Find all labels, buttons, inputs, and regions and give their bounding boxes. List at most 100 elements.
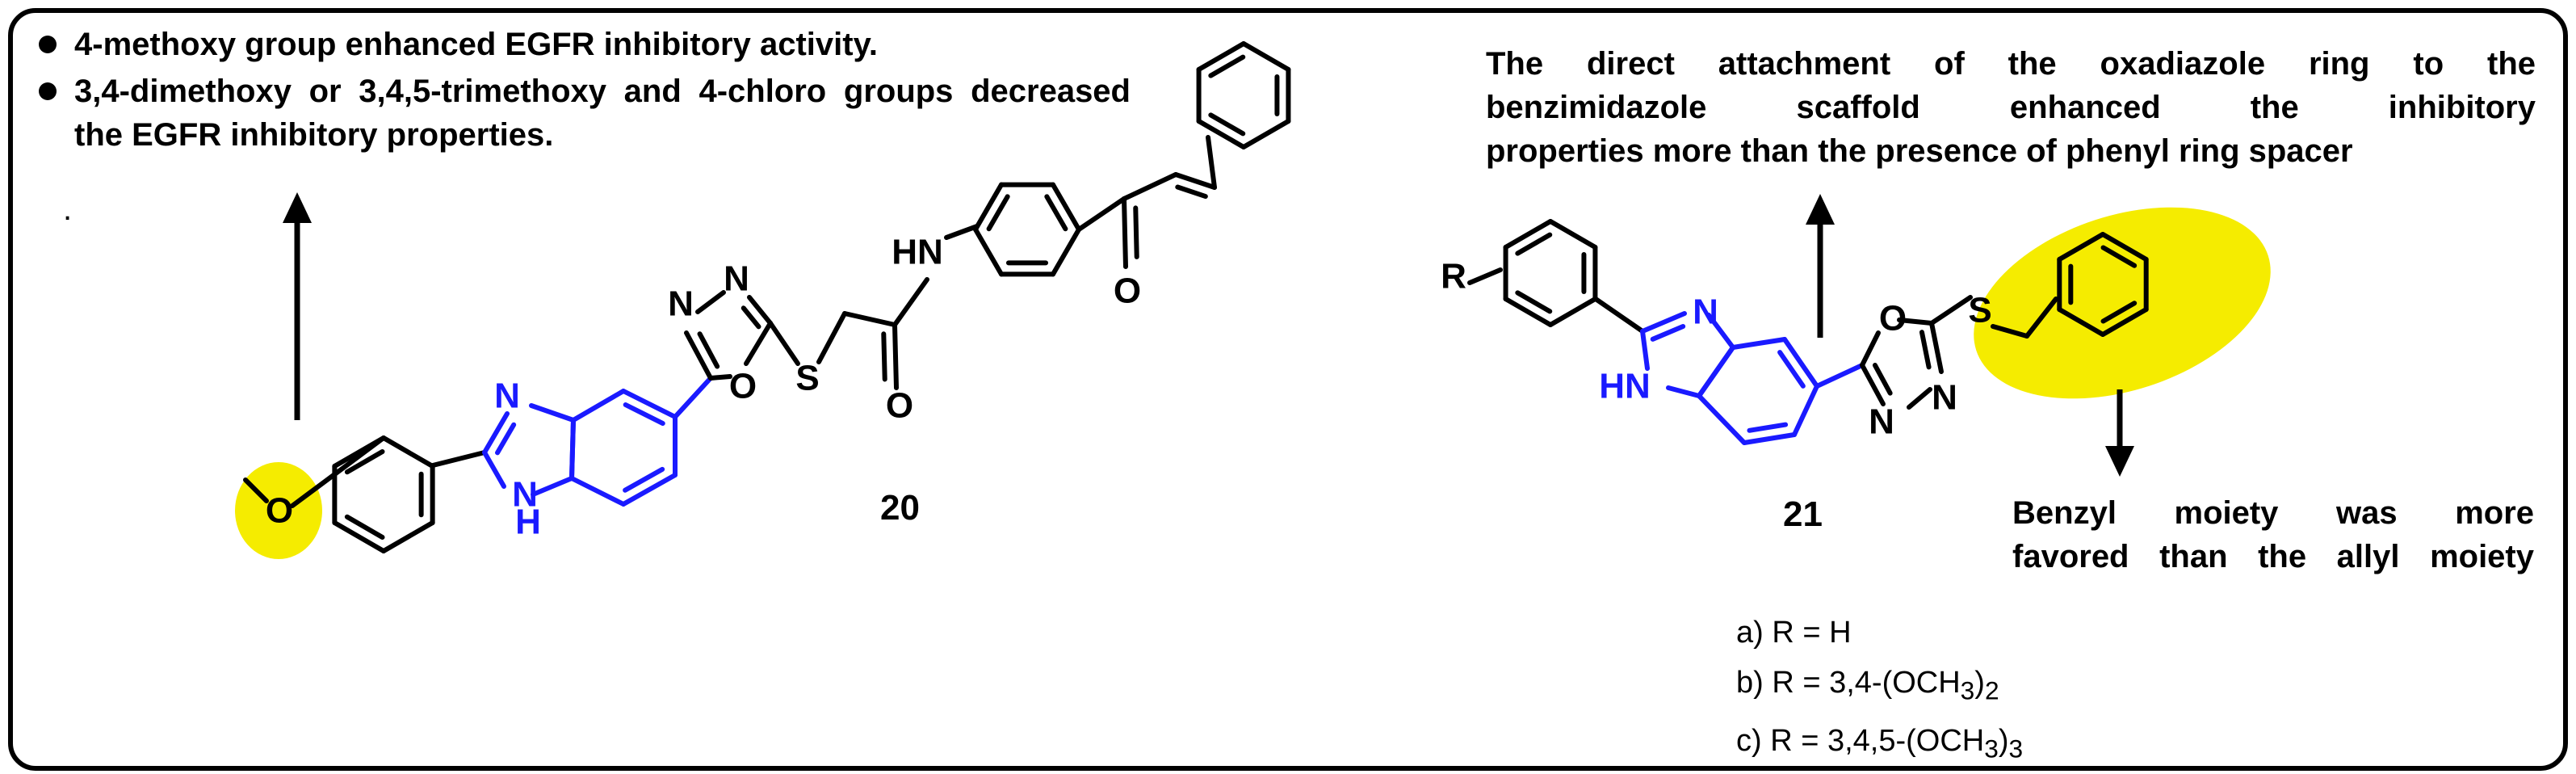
nitrogen-atom-label: N	[494, 376, 520, 416]
benzo-ring-bond	[621, 389, 678, 419]
r-group-item: a) R = H	[1736, 616, 1852, 650]
double-bond-inner	[1515, 232, 1553, 256]
double-bond-inner	[344, 514, 385, 540]
phenyl-ring-bond	[1051, 227, 1081, 277]
methylene-bond	[2024, 297, 2058, 339]
thioether-bond	[1929, 295, 1973, 326]
note-text: 3,4-dimethoxy or 3,4,5-trimethoxy and 4-…	[74, 74, 1131, 153]
imidazole-bond	[1666, 385, 1701, 398]
nitrogen-atom-label: N	[1693, 292, 1718, 332]
arrow-up-left	[283, 192, 312, 420]
figure-frame	[8, 8, 2568, 771]
r-group-item: b) R = 3,4-(OCH3)2	[1736, 666, 1999, 705]
benzo-ring-bond	[1697, 345, 1735, 398]
double-bond-inner	[697, 331, 720, 369]
imidazole-nh-label: HN	[1599, 367, 1651, 406]
benzo-ring-bond	[569, 476, 626, 507]
amide-bond	[892, 277, 929, 327]
oxadiazole-bond	[684, 330, 713, 381]
right-top-note: The direct attachment of the oxadiazole …	[1486, 42, 2536, 173]
right-bottom-note: Benzyl moiety was more favored than the …	[2012, 491, 2534, 578]
bullet-icon	[39, 82, 57, 100]
oxadiazole-bond	[695, 290, 726, 314]
bullet-icon	[39, 36, 57, 53]
amide-nh-label: HN	[892, 233, 943, 272]
methoxyphenyl-ring-bond	[381, 435, 435, 469]
imidazole-bond	[529, 403, 576, 423]
hydrogen-atom-label: H	[515, 503, 541, 542]
benzo-ring-bond	[1742, 432, 1797, 445]
oxadiazole-bond	[1897, 318, 1934, 326]
note-line: The direct attachment of the oxadiazole …	[1486, 46, 2536, 82]
methoxy-highlight	[235, 462, 322, 559]
oxygen-atom-label: O	[266, 491, 293, 531]
methoxyphenyl-ring-bond	[332, 520, 386, 553]
double-bond-inner	[1208, 54, 1246, 78]
double-bond-inner	[623, 402, 665, 427]
double-bond-inner	[1515, 290, 1553, 314]
oxadiazole-bond	[1907, 387, 1932, 410]
oxadiazole-bond	[747, 295, 773, 326]
benzo-ring-bond	[569, 418, 576, 481]
double-bond-inner	[2100, 245, 2138, 268]
sulfur-atom-label: S	[1968, 291, 1991, 330]
styryl-ring-bond	[1241, 119, 1291, 149]
r-bond	[1467, 267, 1503, 285]
scaffold-link-bond	[673, 376, 713, 419]
imidazole-bond	[531, 476, 574, 497]
scaffold-link-bond	[1815, 363, 1865, 389]
oxygen-atom-label: O	[1114, 271, 1141, 311]
oxadiazole-bond	[744, 321, 773, 366]
benzyl-ring-bond	[2057, 232, 2105, 262]
methoxy-bond	[290, 435, 386, 508]
double-bond-inner	[1175, 184, 1208, 200]
benzo-ring-bond	[1782, 337, 1819, 389]
oxygen-atom-label: O	[886, 386, 913, 426]
double-bond-inner	[495, 422, 517, 456]
double-bond-inner	[1208, 112, 1246, 137]
imidazole-bond	[482, 450, 506, 489]
note-line: favored than the allyl moiety	[2012, 539, 2534, 574]
phenyl-ring-bond	[973, 182, 1004, 232]
thioether-bond	[768, 321, 800, 366]
note-line: Benzyl moiety was more	[2012, 495, 2534, 531]
r-group-list: a) R = H b) R = 3,4-(OCH3)2 c) R = 3,4,5…	[1736, 608, 2023, 773]
methyl-bond	[243, 477, 269, 503]
double-bond-inner	[344, 449, 385, 475]
arrow-up-right	[1806, 194, 1835, 338]
compound-label-21: 21	[1783, 494, 1823, 534]
oxygen-atom-label: O	[729, 367, 757, 406]
double-bond-inner	[1747, 422, 1789, 433]
benzo-ring-bond	[621, 473, 678, 507]
thioether-bond	[816, 311, 847, 364]
imidazole-bond	[1640, 311, 1687, 334]
benzyl-ring-bond	[2100, 307, 2149, 337]
alkene-bond	[1173, 172, 1217, 190]
nitrogen-atom-label: N	[668, 284, 694, 324]
sulfur-atom-label: S	[795, 359, 819, 398]
aryl-ring-bond	[1548, 297, 1598, 327]
double-bond-inner	[740, 305, 761, 330]
double-bond-inner	[881, 331, 887, 382]
stray-mark: .	[63, 191, 73, 227]
aryl-link-bond	[430, 450, 487, 468]
double-bond-inner	[1919, 330, 1932, 370]
arrow-down-right	[2105, 389, 2134, 477]
imidazole-bond	[1640, 329, 1650, 371]
aryl-ring-bond	[1548, 219, 1598, 250]
nitrogen-atom-label: N	[1932, 378, 1957, 418]
note-item: 3,4-dimethoxy or 3,4,5-trimethoxy and 4-…	[32, 69, 1131, 157]
benzo-ring-bond	[571, 389, 626, 423]
aryl-link-bond	[1593, 297, 1645, 334]
oxadiazole-bond	[708, 374, 732, 381]
double-bond-inner	[986, 194, 1010, 232]
nitrogen-atom-label: N	[724, 259, 749, 299]
benzo-ring-bond	[1697, 393, 1747, 445]
compound-label-20: 20	[880, 488, 920, 528]
carbonyl-bond	[1122, 196, 1128, 269]
styryl-ring-bond	[1196, 41, 1246, 72]
phenyl-ring-bond	[973, 227, 1004, 277]
amide-bond	[944, 224, 980, 240]
oxadiazole-bond	[1860, 363, 1886, 406]
oxadiazole-bond	[1929, 321, 1944, 374]
